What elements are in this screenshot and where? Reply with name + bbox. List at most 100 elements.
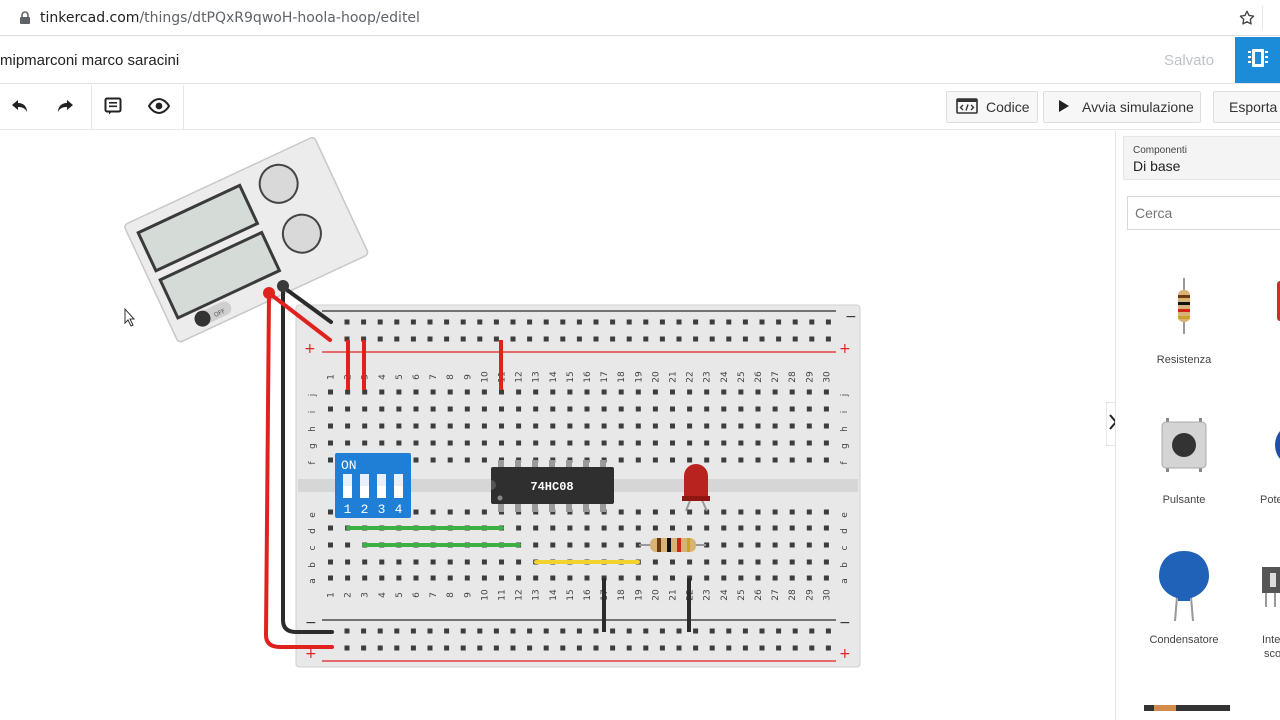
- breadboard-hole[interactable]: [789, 559, 795, 565]
- breadboard-hole[interactable]: [447, 457, 453, 463]
- component-partial-led[interactable]: [1277, 281, 1280, 321]
- breadboard-hole[interactable]: [567, 542, 573, 548]
- breadboard-hole[interactable]: [742, 319, 748, 325]
- breadboard-hole[interactable]: [670, 509, 675, 515]
- breadboard-hole[interactable]: [755, 525, 761, 531]
- breadboard-hole[interactable]: [550, 525, 556, 531]
- breadboard-hole[interactable]: [576, 645, 582, 651]
- dip-toggle-knob[interactable]: [360, 486, 369, 498]
- breadboard-hole[interactable]: [806, 575, 812, 581]
- breadboard-hole[interactable]: [493, 336, 499, 342]
- breadboard-hole[interactable]: [738, 575, 744, 581]
- breadboard-hole[interactable]: [328, 575, 333, 581]
- breadboard-hole[interactable]: [499, 389, 504, 395]
- breadboard-hole[interactable]: [510, 319, 516, 325]
- breadboard-hole[interactable]: [362, 423, 368, 429]
- breadboard-hole[interactable]: [693, 628, 699, 634]
- black-wire-supply-to-top-rail[interactable]: [281, 285, 333, 324]
- project-title[interactable]: mipmarconi marco saracini: [0, 52, 180, 69]
- breadboard-hole[interactable]: [670, 423, 675, 429]
- breadboard-hole[interactable]: [477, 319, 483, 325]
- breadboard-hole[interactable]: [567, 440, 573, 446]
- breadboard-hole[interactable]: [738, 542, 744, 548]
- breadboard-hole[interactable]: [726, 645, 732, 651]
- breadboard-hole[interactable]: [361, 319, 367, 325]
- breadboard-hole[interactable]: [345, 440, 351, 446]
- breadboard-hole[interactable]: [635, 542, 641, 548]
- breadboard-hole[interactable]: [396, 423, 402, 429]
- breadboard-hole[interactable]: [430, 440, 436, 446]
- breadboard-hole[interactable]: [618, 457, 624, 463]
- breadboard-hole[interactable]: [447, 509, 453, 515]
- breadboard-hole[interactable]: [533, 440, 539, 446]
- breadboard-hole[interactable]: [533, 525, 539, 531]
- breadboard-hole[interactable]: [789, 423, 795, 429]
- red-led[interactable]: [682, 464, 710, 512]
- breadboard-hole[interactable]: [823, 423, 829, 429]
- breadboard-hole[interactable]: [533, 542, 539, 548]
- breadboard-hole[interactable]: [410, 319, 416, 325]
- breadboard-hole[interactable]: [543, 319, 549, 325]
- breadboard-hole[interactable]: [527, 645, 533, 651]
- breadboard-hole[interactable]: [721, 559, 727, 565]
- breadboard-hole[interactable]: [652, 406, 658, 412]
- breadboard-hole[interactable]: [560, 319, 566, 325]
- breadboard-hole[interactable]: [328, 525, 333, 531]
- breadboard-hole[interactable]: [361, 628, 367, 634]
- breadboard-hole[interactable]: [601, 440, 607, 446]
- breadboard-hole[interactable]: [567, 406, 573, 412]
- breadboard-hole[interactable]: [464, 440, 470, 446]
- breadboard-hole[interactable]: [825, 645, 831, 651]
- breadboard-hole[interactable]: [652, 525, 658, 531]
- breadboard-hole[interactable]: [447, 389, 453, 395]
- breadboard-hole[interactable]: [410, 336, 416, 342]
- breadboard-hole[interactable]: [755, 389, 761, 395]
- breadboard-hole[interactable]: [823, 525, 829, 531]
- breadboard-hole[interactable]: [806, 559, 812, 565]
- component-slide-switch[interactable]: Inte sco: [1256, 561, 1280, 671]
- breadboard-hole[interactable]: [806, 509, 812, 515]
- breadboard-hole[interactable]: [584, 440, 590, 446]
- breadboard-hole[interactable]: [550, 575, 556, 581]
- breadboard-hole[interactable]: [721, 575, 727, 581]
- breadboard-hole[interactable]: [394, 336, 400, 342]
- breadboard-hole[interactable]: [738, 406, 744, 412]
- breadboard-hole[interactable]: [444, 645, 450, 651]
- breadboard-hole[interactable]: [670, 525, 675, 531]
- breadboard-hole[interactable]: [759, 336, 765, 342]
- breadboard-hole[interactable]: [344, 645, 350, 651]
- breadboard-hole[interactable]: [510, 628, 516, 634]
- breadboard-hole[interactable]: [550, 440, 556, 446]
- breadboard-hole[interactable]: [345, 406, 351, 412]
- breadboard-hole[interactable]: [362, 559, 368, 565]
- breadboard-hole[interactable]: [823, 575, 829, 581]
- breadboard-hole[interactable]: [379, 559, 385, 565]
- breadboard-hole[interactable]: [687, 423, 693, 429]
- breadboard-hole[interactable]: [481, 423, 487, 429]
- breadboard-hole[interactable]: [759, 319, 765, 325]
- dip-toggle-knob[interactable]: [394, 486, 403, 498]
- breadboard-hole[interactable]: [516, 440, 522, 446]
- breadboard-hole[interactable]: [481, 389, 487, 395]
- black-wire-supply-to-bottom-rail[interactable]: [281, 285, 334, 634]
- breadboard-hole[interactable]: [704, 406, 710, 412]
- breadboard-hole[interactable]: [464, 423, 470, 429]
- breadboard-hole[interactable]: [584, 423, 590, 429]
- breadboard-hole[interactable]: [361, 645, 367, 651]
- breadboard-hole[interactable]: [550, 406, 556, 412]
- export-button[interactable]: Esporta: [1213, 91, 1280, 123]
- breadboard-hole[interactable]: [823, 559, 829, 565]
- breadboard-hole[interactable]: [377, 628, 383, 634]
- breadboard-hole[interactable]: [652, 389, 658, 395]
- breadboard-hole[interactable]: [704, 575, 710, 581]
- breadboard-hole[interactable]: [328, 542, 333, 548]
- breadboard-hole[interactable]: [652, 575, 658, 581]
- breadboard-hole[interactable]: [444, 628, 450, 634]
- breadboard-hole[interactable]: [593, 645, 599, 651]
- breadboard-hole[interactable]: [618, 440, 624, 446]
- breadboard-hole[interactable]: [499, 423, 504, 429]
- breadboard-hole[interactable]: [809, 628, 815, 634]
- breadboard-hole[interactable]: [772, 542, 778, 548]
- breadboard-hole[interactable]: [635, 440, 641, 446]
- breadboard-hole[interactable]: [593, 628, 599, 634]
